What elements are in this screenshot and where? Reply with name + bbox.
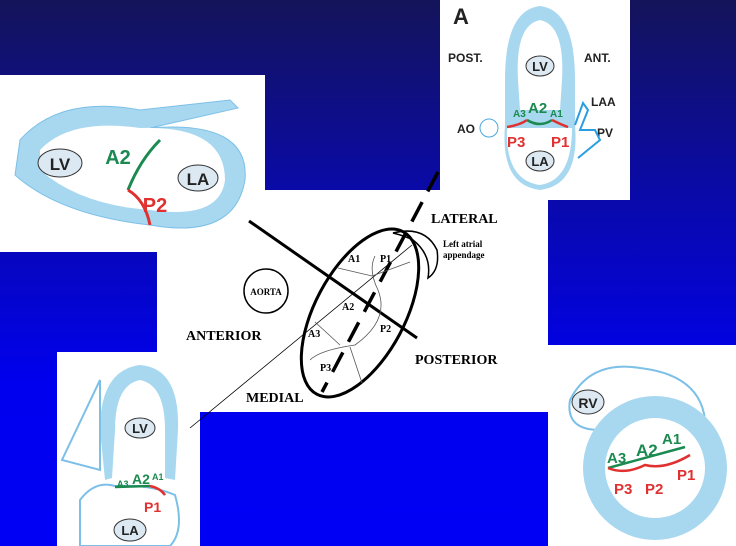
svg-text:AO: AO [457,122,475,136]
svg-text:A2: A2 [342,302,354,313]
svg-text:RV: RV [578,395,598,411]
top-right-view: A LV LA POST. ANT. LAA PV AO A3 A2 A1 P3… [448,4,616,190]
svg-text:appendage: appendage [443,250,485,260]
svg-text:A2: A2 [105,147,131,169]
bottom-right-view: RV A3 A2 A1 P3 P2 P1 [568,365,727,540]
svg-text:P3: P3 [507,134,525,151]
svg-text:A3: A3 [117,479,129,489]
svg-text:LA: LA [121,523,139,538]
svg-text:ANT.: ANT. [584,51,611,65]
svg-text:Left atrial: Left atrial [443,239,483,249]
svg-text:LA: LA [187,170,210,189]
svg-text:P2: P2 [380,324,391,335]
svg-text:LATERAL: LATERAL [431,212,498,227]
svg-text:P2: P2 [143,195,167,217]
svg-text:A3: A3 [607,450,626,467]
svg-text:POST.: POST. [448,51,483,65]
svg-text:A1: A1 [550,109,563,120]
svg-text:A3: A3 [308,329,320,340]
svg-text:A1: A1 [348,254,360,265]
svg-text:A1: A1 [662,431,681,448]
svg-text:A2: A2 [132,471,150,487]
svg-text:P1: P1 [677,467,695,484]
svg-text:A1: A1 [152,472,164,482]
svg-text:P1: P1 [144,499,161,515]
svg-text:P2: P2 [645,481,663,498]
svg-text:LA: LA [531,154,549,169]
svg-text:LV: LV [132,421,148,436]
svg-text:A2: A2 [528,100,547,117]
svg-text:MEDIAL: MEDIAL [246,391,304,406]
lv-ellipse [37,148,83,178]
svg-text:PV: PV [597,126,613,140]
svg-text:A: A [453,4,469,29]
center-diagram: AORTA LATERAL Left atrial appendage ANTE… [186,171,498,429]
bottom-left-view: LV LA A3 A2 A1 P1 [60,365,180,546]
panel-center [157,190,548,412]
svg-text:ANTERIOR: ANTERIOR [186,329,262,344]
svg-text:LV: LV [532,59,548,74]
svg-text:AORTA: AORTA [250,287,282,297]
svg-text:P3: P3 [614,481,632,498]
svg-text:LAA: LAA [591,95,616,109]
svg-text:P3: P3 [320,363,331,374]
svg-text:P1: P1 [380,254,391,265]
svg-text:A3: A3 [513,109,526,120]
top-left-view: LV LA A2 P2 [14,99,246,229]
svg-text:LV: LV [50,155,71,174]
svg-text:P1: P1 [551,134,569,151]
svg-text:POSTERIOR: POSTERIOR [415,353,498,368]
